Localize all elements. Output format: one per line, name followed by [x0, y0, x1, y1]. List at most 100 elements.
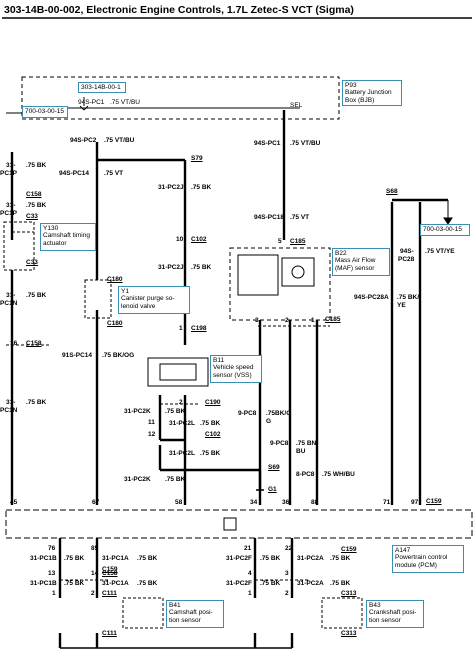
- ground-g1[interactable]: G1: [268, 486, 277, 493]
- wire-spec: .75 BK: [137, 580, 158, 587]
- wire-label: 94S-PC18: [254, 214, 284, 221]
- wire-label: 94S-: [400, 248, 414, 255]
- bjb-wire-spec: .75 VT/BU: [110, 99, 140, 106]
- pin-number: 34: [250, 499, 258, 506]
- ref-right-box[interactable]: 700-03-00-15: [420, 224, 470, 236]
- wire-label: 31-PC2K: [124, 408, 151, 415]
- wire-label: 8-PC8: [296, 471, 315, 478]
- ref-left-box[interactable]: 700-03-00-15: [22, 106, 68, 118]
- connector-c158[interactable]: C158: [26, 191, 42, 198]
- wire-spec: .75 BK: [26, 292, 47, 299]
- bjb-tag: SEL: [290, 102, 303, 109]
- pin-number: 10: [176, 236, 184, 243]
- wire-label: PC1P: [0, 210, 17, 217]
- wire-label: 31-: [6, 202, 16, 209]
- connector-c159[interactable]: C159: [341, 546, 357, 553]
- connector-c180[interactable]: C180: [107, 320, 123, 327]
- a147-label: A147 Powertrain control module (PCM): [392, 545, 464, 573]
- wire-label: 31-PC1A: [102, 555, 129, 562]
- connector-c190[interactable]: C190: [205, 399, 221, 406]
- pin-number: 97: [411, 499, 419, 506]
- wire-spec: .75 BK: [260, 580, 281, 587]
- wire-label: 31-PC2K: [124, 476, 151, 483]
- wire-label: PC1P: [0, 170, 17, 177]
- wire-label: 31-PC2L: [169, 420, 196, 427]
- b43-label: B43 Crankshaft posi- tion sensor: [366, 600, 424, 628]
- wire-spec: .75 BK: [26, 399, 47, 406]
- splice-s79[interactable]: S79: [191, 155, 203, 162]
- wire-spec: .75 VT/BU: [290, 140, 321, 147]
- wire-spec: .75 BK: [200, 450, 221, 457]
- wire-label: 9-PC8: [270, 440, 289, 447]
- wire-label: 31-PC2A: [297, 555, 324, 562]
- wire-label: 31-PC2L: [169, 450, 196, 457]
- pin-number: 58: [175, 499, 183, 506]
- b41-label: B41 Camshaft posi- tion sensor: [166, 600, 224, 628]
- wire-spec: .75 BK: [26, 202, 47, 209]
- splice-s68[interactable]: S68: [386, 188, 398, 195]
- wire-label: PC28: [398, 256, 415, 263]
- pin-number: 1: [179, 325, 183, 332]
- wire-spec: BU: [296, 448, 306, 455]
- wire-spec: .75 BK: [165, 408, 186, 415]
- pin-number: 2: [285, 317, 289, 324]
- connector-c102[interactable]: C102: [205, 431, 221, 438]
- wire-spec: .75 BK: [165, 476, 186, 483]
- connector-c185[interactable]: C185: [290, 238, 306, 245]
- b22-label: B22 Mass Air Flow (MAF) sensor: [332, 248, 390, 276]
- wire-label: 31-PC2A: [297, 580, 324, 587]
- wire-spec: G: [266, 418, 272, 425]
- bjb-label-box: P93 Battery Junction Box (BJB): [342, 80, 402, 106]
- connector-c159[interactable]: C159: [426, 498, 442, 505]
- connector-c180[interactable]: C180: [107, 276, 123, 283]
- wire-spec: .75 BK: [191, 184, 212, 191]
- pin-number: 11: [148, 419, 155, 426]
- wire-label: 9-PC8: [238, 410, 257, 417]
- connector-c313[interactable]: C313: [341, 590, 357, 597]
- wire-spec: .75 BK: [191, 264, 212, 271]
- pin-number: 36: [282, 499, 290, 506]
- bjb-ref-box[interactable]: 303-14B-00-1: [78, 82, 126, 93]
- bjb-wire: 94S-PC1: [78, 99, 105, 106]
- wire-spec: YE: [397, 302, 406, 309]
- wire-label: 94S-PC1: [254, 140, 281, 147]
- wire-spec: .75 WH/BU: [322, 471, 355, 478]
- connector-c111[interactable]: C111: [102, 630, 117, 637]
- wire-spec: .75 BK: [64, 580, 85, 587]
- wire-spec: .75 VT/BU: [104, 137, 135, 144]
- pin-number: 76: [48, 545, 56, 552]
- wire-spec: .75 BK/OG: [102, 352, 135, 359]
- connector-c102[interactable]: C102: [191, 236, 207, 243]
- connector-c313[interactable]: C313: [341, 630, 357, 637]
- wire-spec: .75 BK: [200, 420, 221, 427]
- connector-c185[interactable]: C185: [325, 316, 341, 323]
- pin-number: 45: [10, 499, 18, 506]
- wire-spec: .75 BK: [330, 580, 351, 587]
- wire-spec: .75 BK/: [397, 294, 420, 301]
- connector-c33[interactable]: C33: [26, 259, 38, 266]
- connector-c159[interactable]: C159: [102, 566, 118, 573]
- connector-c158[interactable]: C158: [26, 340, 42, 347]
- splice-s69[interactable]: S69: [268, 464, 280, 471]
- connector-c111[interactable]: C111: [102, 590, 117, 597]
- pin-number: 2: [91, 590, 95, 597]
- wire-spec: .75 BK: [64, 555, 85, 562]
- wire-spec: .75 BN/: [296, 440, 319, 447]
- pin-number: 14: [91, 570, 99, 577]
- wire-label: 31-PC2F: [226, 555, 253, 562]
- connector-c33[interactable]: C33: [26, 213, 38, 220]
- wire-spec: .75 BK: [330, 555, 351, 562]
- wire-spec: .75 VT: [290, 214, 310, 221]
- wire-label: PC1N: [0, 300, 18, 307]
- connector-c158[interactable]: C158: [102, 570, 118, 577]
- pin-number: 3: [285, 570, 289, 577]
- y1-label: Y1 Canister purge so- lenoid valve: [118, 286, 190, 314]
- connector-c198[interactable]: C198: [191, 325, 207, 332]
- pin-number: 67: [92, 499, 100, 506]
- pin-number: 1: [311, 317, 315, 324]
- pin-number: 21: [244, 545, 252, 552]
- pin-number: 1: [52, 590, 56, 597]
- pin-number: 1: [248, 590, 252, 597]
